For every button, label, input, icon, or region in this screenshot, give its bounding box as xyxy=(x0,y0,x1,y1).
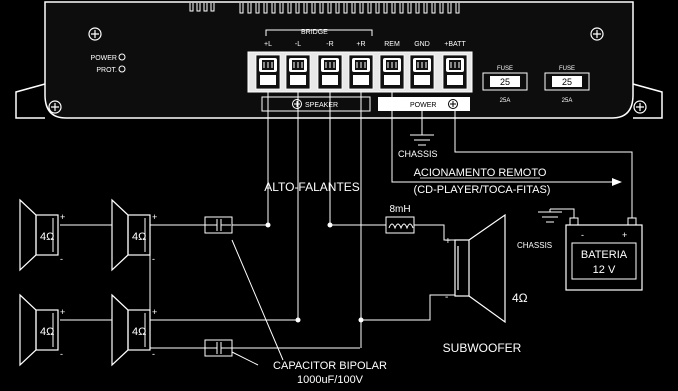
power-plate-label: POWER xyxy=(410,102,436,109)
battery-terminal-plus xyxy=(627,217,637,226)
terminal-label-gnd: GND xyxy=(414,41,430,48)
terminal-screw-icon xyxy=(409,54,435,90)
terminal-screw-icon xyxy=(317,54,343,90)
fuse-rating: 25A xyxy=(562,98,573,104)
screw-icon xyxy=(448,99,458,109)
terminal-label-minus-r: -R xyxy=(326,41,333,48)
fuse-holder xyxy=(482,72,528,91)
terminal-label-minus-l: -L xyxy=(295,41,301,48)
fuse-body xyxy=(552,76,582,87)
svg-text:4Ω: 4Ω xyxy=(40,326,54,338)
svg-text:-: - xyxy=(60,254,63,264)
fuse-label: FUSE xyxy=(497,66,513,72)
power-led-icon xyxy=(118,53,126,61)
fuse-body xyxy=(490,76,520,87)
heatsink-fins-right xyxy=(239,3,460,14)
speakers-label: ALTO-FALANTES xyxy=(264,180,360,194)
svg-text:+: + xyxy=(152,212,157,222)
speaker-icon: + - 4Ω xyxy=(111,198,157,272)
svg-text:-: - xyxy=(152,254,155,264)
terminal-label-rem: REM xyxy=(384,41,400,48)
screw-icon xyxy=(633,100,647,114)
fuse-holder xyxy=(544,72,590,91)
screw-icon xyxy=(590,27,604,41)
speaker-plate xyxy=(261,96,371,112)
subwoofer-minus: - xyxy=(445,292,448,303)
inductor-label: 8mH xyxy=(389,204,410,215)
svg-text:4Ω: 4Ω xyxy=(132,231,146,243)
battery-label-plate xyxy=(571,242,637,280)
battery-terminal-minus xyxy=(569,217,579,226)
screw-icon xyxy=(292,99,302,109)
ground-icon xyxy=(410,134,434,146)
battery-voltage: 12 V xyxy=(593,264,616,276)
power-indicator-label: POWER xyxy=(91,55,117,62)
power-plate xyxy=(378,97,470,111)
chassis-label: CHASSIS xyxy=(517,241,552,250)
battery-plus-sign: + xyxy=(622,230,627,240)
bridge-label: BRIDGE xyxy=(301,29,328,36)
screw-icon xyxy=(48,100,62,114)
speaker-icon: + - 4Ω xyxy=(19,293,65,367)
inductor-box xyxy=(385,216,415,234)
terminal-label-plus-r: +R xyxy=(356,41,365,48)
prot-indicator-label: PROT. xyxy=(96,67,117,74)
capacitor-value: 1000uF/100V xyxy=(297,374,364,386)
svg-text:+: + xyxy=(152,307,157,317)
amplifier-left-flange xyxy=(15,83,46,119)
speaker-icon: + - 4Ω xyxy=(111,293,157,367)
terminal-screw-icon xyxy=(348,54,374,90)
amplifier-right-flange xyxy=(632,83,663,119)
battery-box xyxy=(565,224,643,291)
inductor-coil-icon xyxy=(388,223,414,230)
arrow-icon xyxy=(612,178,622,186)
battery-label: BATERIA xyxy=(581,249,628,261)
fuse-value: 25 xyxy=(500,77,510,87)
fuse-label: FUSE xyxy=(559,66,575,72)
speaker-icon: + - 4Ω xyxy=(19,198,65,272)
terminal-screw-icon xyxy=(442,54,468,90)
screw-icon xyxy=(88,27,102,41)
speaker-plate-label: SPEAKER xyxy=(305,102,338,109)
fuse-value: 25 xyxy=(562,77,572,87)
chassis-label: CHASSIS xyxy=(398,149,438,159)
terminal-screw-icon xyxy=(255,54,281,90)
terminal-screw-icon xyxy=(285,54,311,90)
svg-text:4Ω: 4Ω xyxy=(40,231,54,243)
prot-led-icon xyxy=(118,65,126,73)
bridge-bracket xyxy=(265,29,373,36)
terminal-screw-icon xyxy=(379,54,405,90)
terminal-screws xyxy=(255,54,468,90)
svg-text:+: + xyxy=(60,307,65,317)
capacitor-label: CAPACITOR BIPOLAR xyxy=(273,360,387,372)
subwoofer-label: SUBWOOFER xyxy=(443,341,522,355)
svg-text:-: - xyxy=(60,349,63,359)
remote-label: ACIONAMENTO REMOTO xyxy=(414,167,547,179)
wires xyxy=(60,92,633,366)
svg-text:-: - xyxy=(152,349,155,359)
svg-text:4Ω: 4Ω xyxy=(132,326,146,338)
terminal-label-batt: +BATT xyxy=(444,41,466,48)
remote-sublabel: (CD-PLAYER/TOCA-FITAS) xyxy=(414,184,551,196)
capacitor-icon xyxy=(204,216,233,234)
subwoofer-plus: + xyxy=(445,236,451,247)
subwoofer-icon xyxy=(454,213,506,324)
subwoofer-impedance: 4Ω xyxy=(512,291,528,305)
ground-icon xyxy=(538,209,562,223)
svg-text:+: + xyxy=(60,212,65,222)
terminal-label-plus-l: +L xyxy=(264,41,272,48)
capacitor-icon xyxy=(204,339,233,357)
junction-dots xyxy=(265,222,364,323)
battery-minus-sign: - xyxy=(581,230,584,240)
speaker-group: + - 4Ω + - 4Ω + - 4Ω + - 4Ω xyxy=(19,198,157,367)
heatsink-fins-left xyxy=(189,3,215,12)
fuse-rating: 25A xyxy=(500,98,511,104)
